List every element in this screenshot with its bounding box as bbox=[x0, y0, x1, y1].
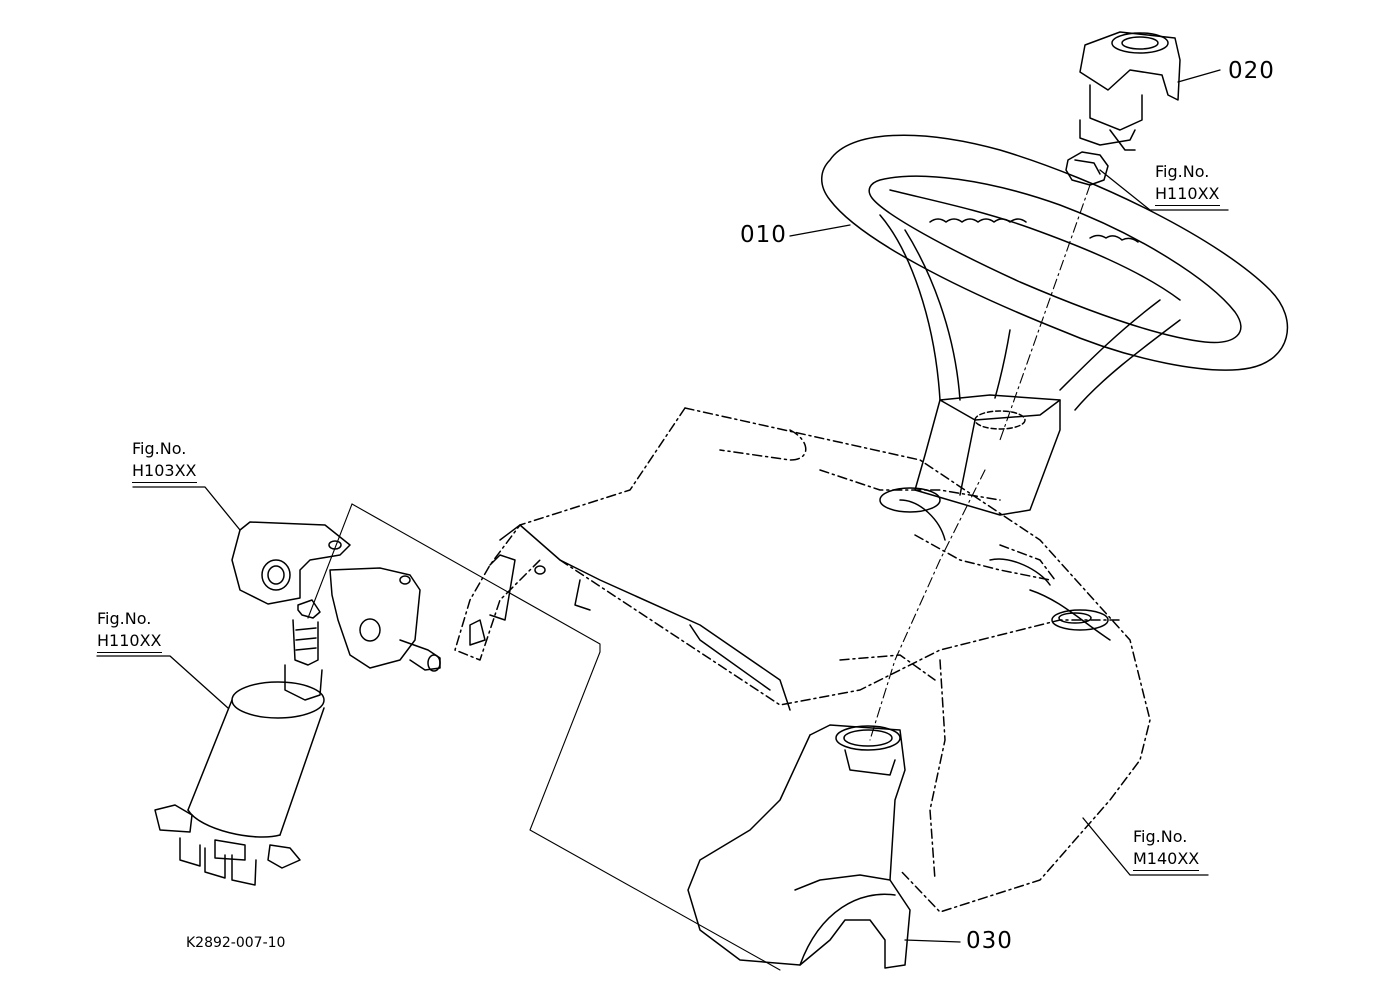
figure-ref-steering-unit-label: Fig.No. bbox=[97, 609, 152, 628]
part-label-030: 030 bbox=[966, 928, 1013, 954]
column-cover bbox=[687, 724, 911, 969]
steering-wheel bbox=[821, 134, 1289, 516]
leader-lines bbox=[96, 69, 1229, 943]
figure-ref-upper-right: Fig.No. H110XX bbox=[1155, 164, 1220, 206]
drawing-code: K2892-007-10 bbox=[186, 935, 286, 951]
figure-ref-dashboard-number: M140XX bbox=[1133, 851, 1200, 871]
figure-ref-bracket-label: Fig.No. bbox=[132, 439, 187, 458]
part-label-020: 020 bbox=[1228, 58, 1275, 84]
dashboard-panel bbox=[454, 407, 1151, 913]
figure-ref-dashboard-label: Fig.No. bbox=[1133, 827, 1188, 846]
axis-lines bbox=[307, 184, 1091, 971]
dashboard-edges bbox=[469, 487, 1111, 711]
steering-unit bbox=[154, 599, 325, 886]
mounting-bracket bbox=[231, 521, 441, 672]
steering-nut bbox=[1065, 151, 1109, 186]
figure-ref-upper-right-label: Fig.No. bbox=[1155, 162, 1210, 181]
part-label-010: 010 bbox=[740, 222, 787, 248]
figure-ref-upper-right-number: H110XX bbox=[1155, 186, 1220, 206]
steering-cap bbox=[1079, 31, 1181, 151]
figure-ref-bracket: Fig.No. H103XX bbox=[132, 441, 197, 483]
figure-ref-dashboard: Fig.No. M140XX bbox=[1133, 827, 1200, 871]
figure-ref-steering-unit: Fig.No. H110XX bbox=[97, 611, 162, 653]
figure-ref-steering-unit-number: H110XX bbox=[97, 633, 162, 653]
figure-ref-bracket-number: H103XX bbox=[132, 463, 197, 483]
